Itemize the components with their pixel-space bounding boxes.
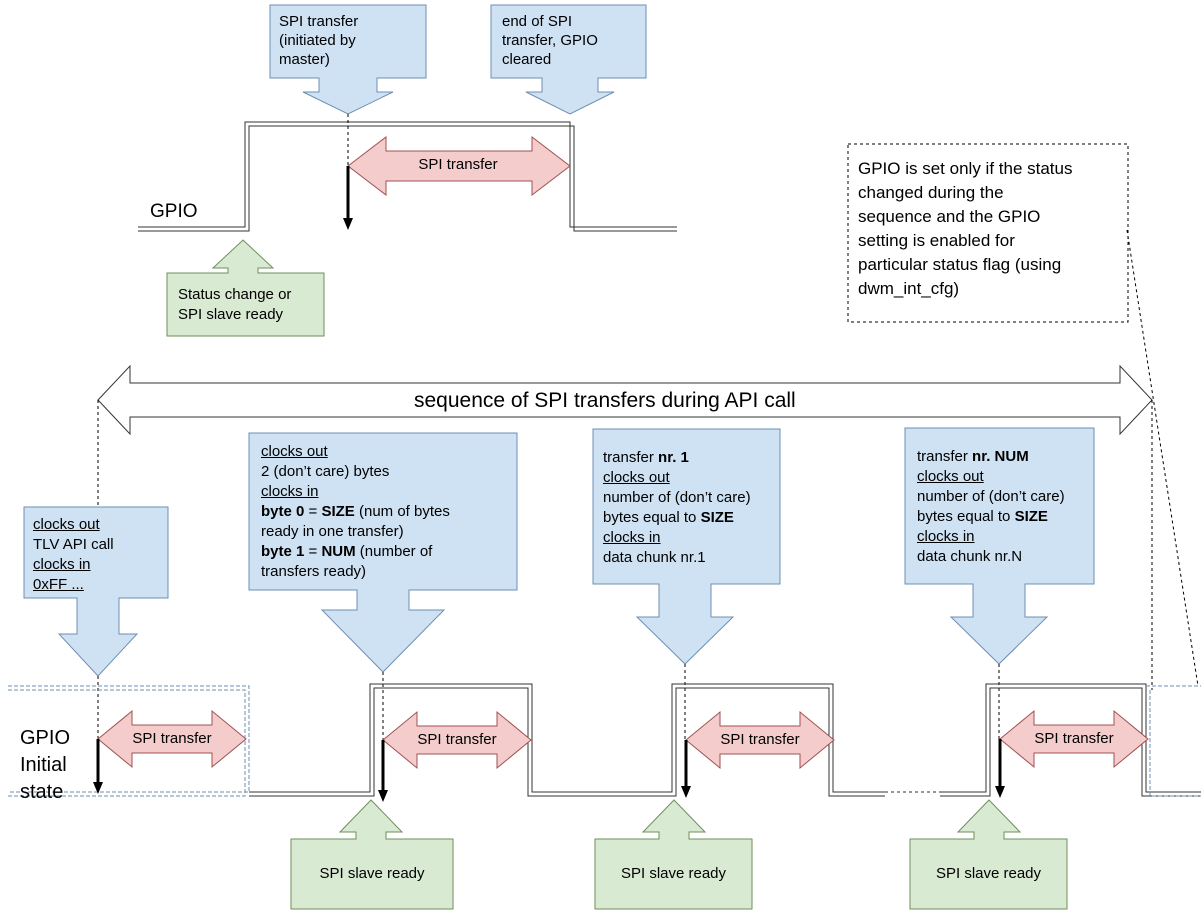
- spi-arrow-2-shape: [382, 710, 532, 770]
- slave-ready-label-2: SPI slave ready: [620, 865, 727, 882]
- callout-spi-start-text: SPI transfer (initiated by master): [279, 13, 359, 68]
- callout-1-text: clocks out TLV API call clocks in 0xFF .…: [33, 516, 114, 593]
- top-gpio-label: GPIO: [150, 201, 198, 222]
- top-gpio-waveform: [138, 121, 677, 232]
- status-change-shape: [166, 239, 325, 337]
- callout-2-text: clocks out 2 (don’t care) bytes clocks i…: [261, 443, 450, 580]
- callout-spi-end-shape: [490, 4, 647, 115]
- spi-arrow-3-shape: [685, 710, 835, 770]
- top-down-arrow: [343, 166, 353, 230]
- note-text: GPIO is set only if the status changed d…: [858, 159, 1073, 298]
- status-change-text: Status change or SPI slave ready: [178, 286, 292, 323]
- top-spi-arrow-shape: [347, 135, 571, 197]
- top-spi-label: SPI transfer: [418, 156, 498, 173]
- bottom-gpio-label: GPIO Initial state: [20, 727, 71, 803]
- slave-ready-label-1: SPI slave ready: [319, 865, 425, 882]
- spi-label-2: SPI transfer: [417, 731, 497, 748]
- spi-label-3: SPI transfer: [720, 731, 800, 748]
- callout-spi-end-text: end of SPI transfer, GPIO cleared: [502, 13, 598, 68]
- slave-ready-label-3: SPI slave ready: [935, 865, 1042, 882]
- callout-1-shape: [23, 506, 169, 677]
- spi-label-4: SPI transfer: [1034, 730, 1114, 747]
- note-box: [847, 143, 1129, 323]
- slave-ready-3-shape: [909, 799, 1068, 910]
- callout-3-text: transfer nr. 1 clocks out number of (don…: [603, 449, 751, 566]
- slave-ready-2-shape: [594, 799, 753, 910]
- spi-arrow-4-shape: [999, 709, 1149, 769]
- sequence-label: sequence of SPI transfers during API cal…: [414, 389, 796, 412]
- slave-ready-1-shape: [290, 799, 454, 910]
- callout-4-text: transfer nr. NUM clocks out number of (d…: [917, 448, 1065, 565]
- callout-2-shape: [248, 432, 518, 673]
- callout-4-shape: [904, 427, 1095, 665]
- down-arrows: [93, 739, 1005, 802]
- callout-spi-start-shape: [269, 4, 427, 115]
- spi-arrow-1-shape: [97, 709, 247, 769]
- spi-label-1: SPI transfer: [132, 730, 212, 747]
- callout-3-shape: [592, 428, 781, 665]
